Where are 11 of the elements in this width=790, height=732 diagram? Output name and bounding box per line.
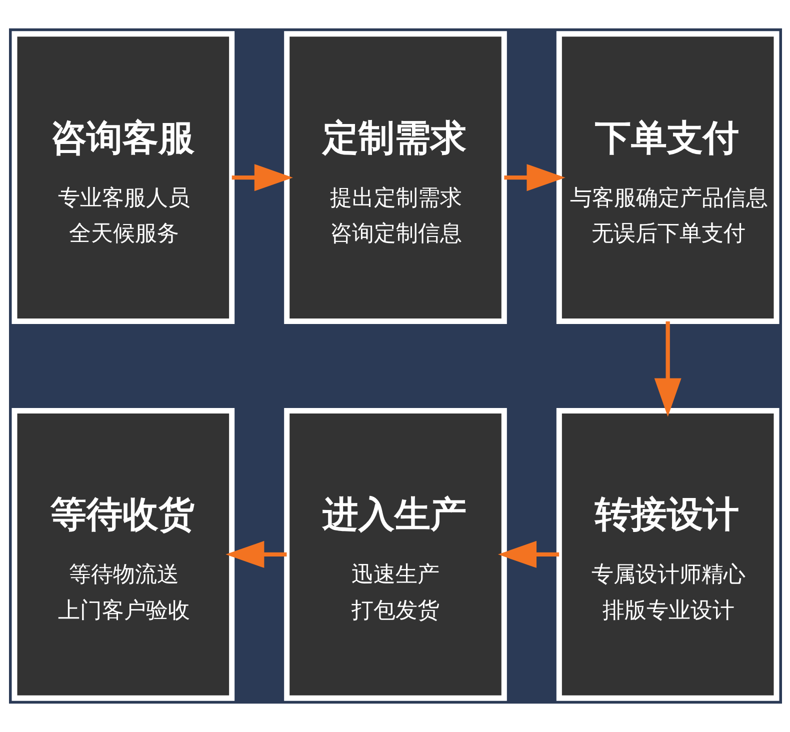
node-box: 等待收货 等待物流送上门客户验收 <box>11 408 234 701</box>
arrow <box>654 321 681 417</box>
node-box: 定制需求 提出定制需求咨询定制信息 <box>284 31 506 324</box>
arrow <box>497 540 559 568</box>
arrow <box>231 164 292 192</box>
node-box: 下单支付 与客服确定产品信息无误后下单支付 <box>556 31 779 324</box>
arrow <box>504 164 565 192</box>
node-box: 转接设计 专属设计师精心排版专业设计 <box>556 408 779 701</box>
arrow <box>225 540 286 568</box>
node-box: 咨询客服 专业客服人员全天候服务 <box>11 31 234 324</box>
node-box: 进入生产 迅速生产打包发货 <box>284 408 506 701</box>
